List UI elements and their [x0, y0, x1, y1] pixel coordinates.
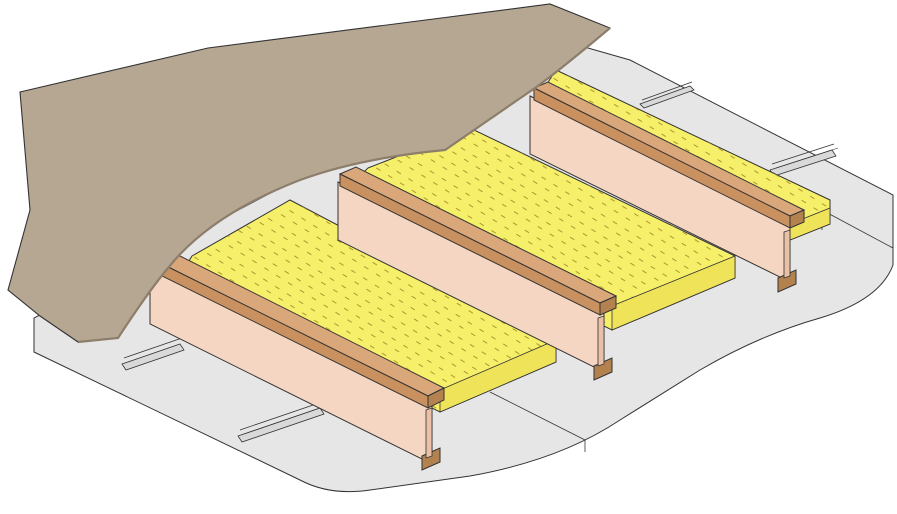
resilient-channel — [639, 81, 695, 109]
i-joist-front — [148, 249, 446, 471]
ceiling-joint — [821, 209, 894, 249]
subfloor-sheet — [7, 3, 612, 344]
resilient-channel — [237, 401, 327, 443]
ceiling-joint — [489, 391, 586, 441]
resilient-channel — [121, 337, 185, 371]
subfloor-edge — [77, 27, 611, 344]
i-joist-back — [529, 81, 806, 293]
i-joist-middle — [337, 166, 618, 381]
insulation-batt-middle — [337, 127, 736, 331]
